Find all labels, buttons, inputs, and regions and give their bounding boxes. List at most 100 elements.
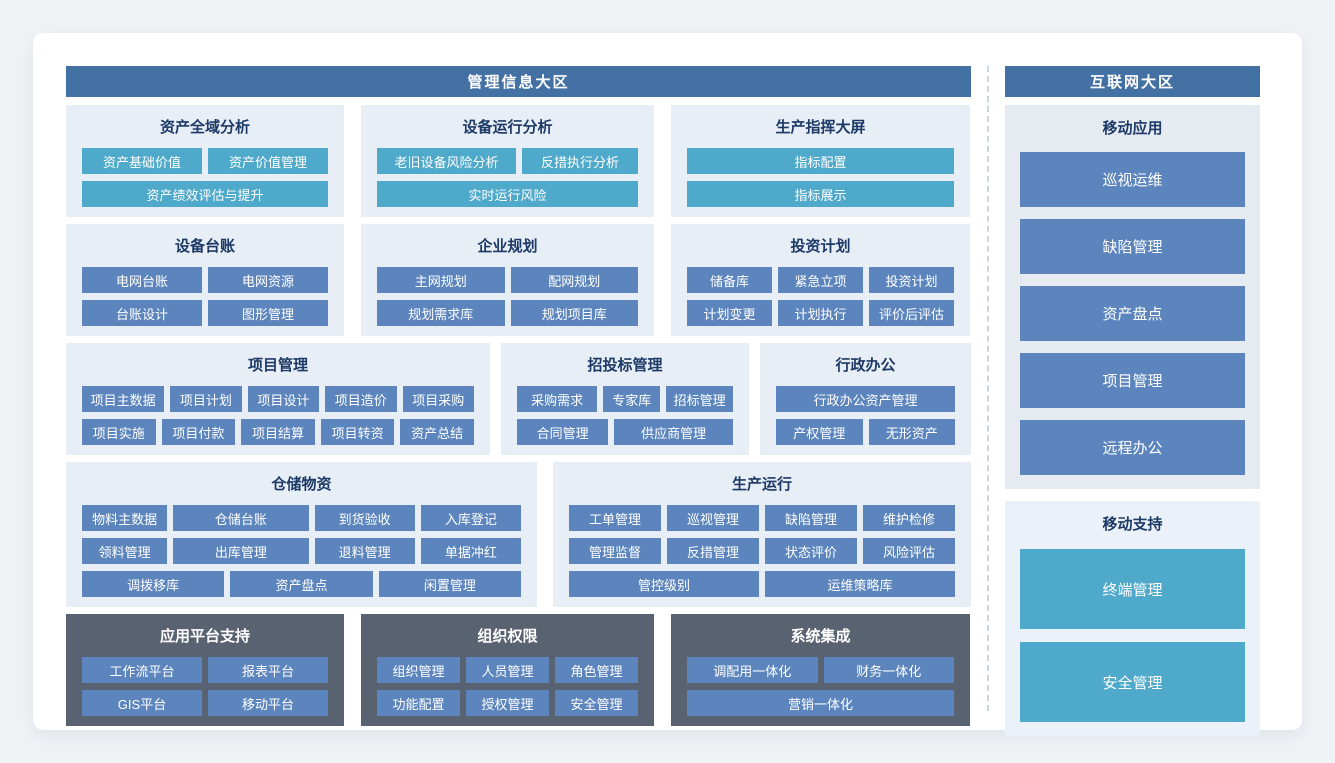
module-button[interactable]: 授权管理 <box>466 690 549 716</box>
module-button[interactable]: 资产价值管理 <box>208 148 328 174</box>
module-button[interactable]: 行政办公资产管理 <box>776 386 955 412</box>
module-button[interactable]: 缺陷管理 <box>1020 219 1245 274</box>
module-button[interactable]: 人员管理 <box>466 657 549 683</box>
button-row: 项目实施 项目付款 项目结算 项目转资 资产总结 <box>82 419 474 445</box>
module-button[interactable]: 报表平台 <box>208 657 328 683</box>
module-button[interactable]: 工作流平台 <box>82 657 202 683</box>
section-title: 移动应用 <box>1102 120 1163 137</box>
section-platform-support: 应用平台支持 工作流平台 报表平台 GIS平台 移动平台 <box>66 614 344 726</box>
section-equipment-ledger: 设备台账 电网台账 电网资源 台账设计 图形管理 <box>66 224 344 336</box>
module-button[interactable]: 远程办公 <box>1020 420 1245 475</box>
module-button[interactable]: 工单管理 <box>569 505 661 531</box>
button-row: 资产基础价值 资产价值管理 <box>82 148 328 174</box>
module-button[interactable]: 营销一体化 <box>687 690 954 716</box>
module-button[interactable]: 移动平台 <box>208 690 328 716</box>
row-analysis: 资产全域分析 资产基础价值 资产价值管理 资产绩效评估与提升 设备运行分析 老旧… <box>66 105 971 217</box>
module-button[interactable]: 资产绩效评估与提升 <box>82 181 328 207</box>
module-button[interactable]: 财务一体化 <box>823 657 954 683</box>
module-button[interactable]: 状态评价 <box>765 538 857 564</box>
module-button[interactable]: 项目转资 <box>320 419 395 445</box>
button-row: 合同管理 供应商管理 <box>517 419 733 445</box>
module-button[interactable]: 资产盘点 <box>1020 286 1245 341</box>
module-button[interactable]: 出库管理 <box>173 538 309 564</box>
module-button[interactable]: 计划执行 <box>778 300 863 326</box>
module-button[interactable]: 电网资源 <box>208 267 328 293</box>
module-button[interactable]: 产权管理 <box>776 419 863 445</box>
module-button[interactable]: 无形资产 <box>868 419 955 445</box>
module-button[interactable]: 角色管理 <box>555 657 638 683</box>
button-row: 行政办公资产管理 <box>776 386 955 412</box>
module-button[interactable]: 组织管理 <box>377 657 460 683</box>
module-button[interactable]: 主网规划 <box>377 267 505 293</box>
module-button[interactable]: 项目付款 <box>161 419 236 445</box>
module-button[interactable]: 安全管理 <box>1020 642 1245 722</box>
module-button[interactable]: 安全管理 <box>555 690 638 716</box>
module-button[interactable]: 图形管理 <box>208 300 328 326</box>
button-row: 调配用一体化 财务一体化 <box>687 657 954 683</box>
module-button[interactable]: 项目主数据 <box>82 386 165 412</box>
module-button[interactable]: 调拨移库 <box>82 571 225 597</box>
module-button[interactable]: 项目设计 <box>247 386 320 412</box>
module-button[interactable]: 风险评估 <box>863 538 955 564</box>
module-button[interactable]: 单据冲红 <box>420 538 521 564</box>
module-button[interactable]: 缺陷管理 <box>765 505 857 531</box>
module-button[interactable]: 合同管理 <box>517 419 609 445</box>
module-button[interactable]: 巡视管理 <box>667 505 759 531</box>
button-row: 电网台账 电网资源 <box>82 267 328 293</box>
module-button[interactable]: 投资计划 <box>869 267 954 293</box>
module-button[interactable]: 功能配置 <box>377 690 460 716</box>
module-button[interactable]: 专家库 <box>603 386 661 412</box>
section-title: 生产指挥大屏 <box>775 119 866 136</box>
module-button[interactable]: 管控级别 <box>569 571 759 597</box>
module-button[interactable]: 退料管理 <box>314 538 415 564</box>
module-button[interactable]: 规划项目库 <box>510 300 638 326</box>
module-button[interactable]: 调配用一体化 <box>687 657 818 683</box>
module-button[interactable]: 采购需求 <box>517 386 598 412</box>
dashed-divider <box>987 66 989 711</box>
module-button[interactable]: 老旧设备风险分析 <box>377 148 517 174</box>
module-button[interactable]: 项目结算 <box>241 419 315 445</box>
module-button[interactable]: 指标配置 <box>687 148 954 174</box>
module-button[interactable]: 台账设计 <box>82 300 202 326</box>
row-ledger-planning: 设备台账 电网台账 电网资源 台账设计 图形管理 企业规划 主网规划 配网规划 <box>66 224 971 336</box>
module-button[interactable]: 项目管理 <box>1020 353 1245 408</box>
module-button[interactable]: 供应商管理 <box>614 419 733 445</box>
button-row: 工作流平台 报表平台 <box>82 657 328 683</box>
module-button[interactable]: 资产总结 <box>400 419 474 445</box>
module-button[interactable]: GIS平台 <box>82 690 202 716</box>
module-button[interactable]: 领料管理 <box>82 538 168 564</box>
section-production-dashboard: 生产指挥大屏 指标配置 指标展示 <box>671 105 970 217</box>
module-button[interactable]: 项目实施 <box>82 419 156 445</box>
button-row: 领料管理 出库管理 退料管理 单据冲红 <box>82 538 521 564</box>
module-button[interactable]: 管理监督 <box>569 538 661 564</box>
module-button[interactable]: 项目采购 <box>402 386 474 412</box>
module-button[interactable]: 规划需求库 <box>377 300 505 326</box>
module-button[interactable]: 招标管理 <box>666 386 734 412</box>
button-row: 产权管理 无形资产 <box>776 419 955 445</box>
module-button[interactable]: 反措执行分析 <box>522 148 638 174</box>
module-button[interactable]: 运维策略库 <box>765 571 955 597</box>
module-button[interactable]: 项目造价 <box>325 386 397 412</box>
module-button[interactable]: 仓储台账 <box>173 505 309 531</box>
module-button[interactable]: 巡视运维 <box>1020 152 1245 207</box>
module-button[interactable]: 物料主数据 <box>82 505 168 531</box>
module-button[interactable]: 资产盘点 <box>230 571 373 597</box>
module-button[interactable]: 终端管理 <box>1020 549 1245 629</box>
module-button[interactable]: 电网台账 <box>82 267 202 293</box>
module-button[interactable]: 项目计划 <box>170 386 242 412</box>
module-button[interactable]: 计划变更 <box>687 300 772 326</box>
module-button[interactable]: 实时运行风险 <box>377 181 638 207</box>
module-button[interactable]: 闲置管理 <box>378 571 521 597</box>
module-button[interactable]: 维护检修 <box>863 505 955 531</box>
module-button[interactable]: 到货验收 <box>314 505 415 531</box>
section-device-operation: 设备运行分析 老旧设备风险分析 反措执行分析 实时运行风险 <box>361 105 654 217</box>
module-button[interactable]: 入库登记 <box>420 505 521 531</box>
module-button[interactable]: 指标展示 <box>687 181 954 207</box>
module-button[interactable]: 评价后评估 <box>869 300 954 326</box>
module-button[interactable]: 储备库 <box>687 267 772 293</box>
button-row: 营销一体化 <box>687 690 954 716</box>
module-button[interactable]: 紧急立项 <box>778 267 863 293</box>
module-button[interactable]: 反措管理 <box>667 538 759 564</box>
module-button[interactable]: 资产基础价值 <box>82 148 202 174</box>
module-button[interactable]: 配网规划 <box>510 267 638 293</box>
